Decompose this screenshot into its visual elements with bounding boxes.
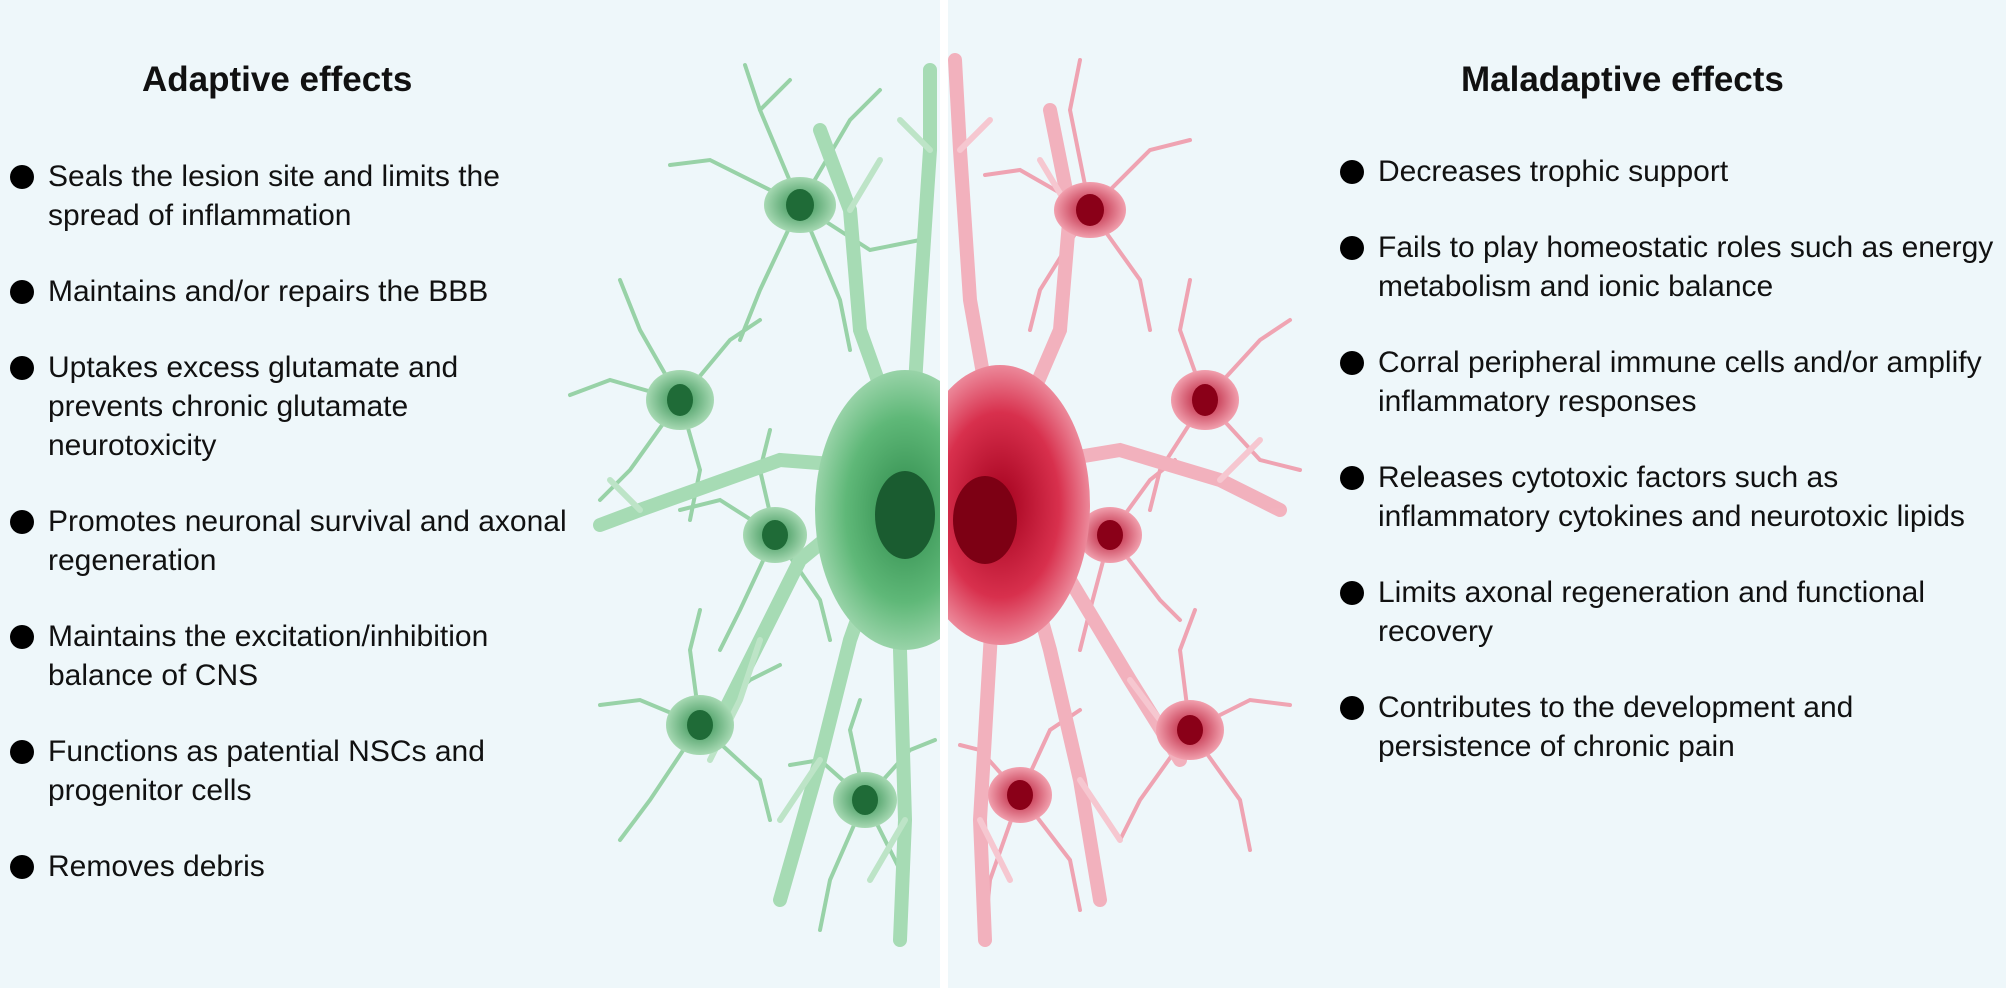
adaptive-title: Adaptive effects xyxy=(142,60,413,99)
maladaptive-list: Decreases trophic support Fails to play … xyxy=(1340,152,1995,803)
bullet-icon xyxy=(1340,581,1364,605)
maladaptive-title: Maladaptive effects xyxy=(1461,60,1784,99)
list-item: Functions as patential NSCs and progenit… xyxy=(10,732,570,810)
adaptive-list: Seals the lesion site and limits the spr… xyxy=(10,157,570,923)
list-item: Fails to play homeostatic roles such as … xyxy=(1340,228,1995,306)
bullet-icon xyxy=(10,356,34,380)
list-item: Maintains and/or repairs the BBB xyxy=(10,272,570,311)
red-astrocyte-network xyxy=(948,53,1302,947)
bullet-icon xyxy=(1340,160,1364,184)
list-item: Decreases trophic support xyxy=(1340,152,1995,191)
list-item: Corral peripheral immune cells and/or am… xyxy=(1340,343,1995,421)
green-astrocyte-network xyxy=(568,63,940,947)
list-item: Seals the lesion site and limits the spr… xyxy=(10,157,570,235)
bullet-icon xyxy=(1340,696,1364,720)
bullet-icon xyxy=(10,280,34,304)
maladaptive-panel xyxy=(948,0,2006,988)
bullet-icon xyxy=(1340,466,1364,490)
bullet-icon xyxy=(1340,236,1364,260)
bullet-icon xyxy=(10,740,34,764)
bullet-icon xyxy=(1340,351,1364,375)
bullet-icon xyxy=(10,165,34,189)
bullet-icon xyxy=(10,855,34,879)
list-item: Contributes to the development and persi… xyxy=(1340,688,1995,766)
list-item: Maintains the excitation/inhibition bala… xyxy=(10,617,570,695)
bullet-icon xyxy=(10,510,34,534)
list-item: Uptakes excess glutamate and prevents ch… xyxy=(10,348,570,465)
list-item: Limits axonal regeneration and functiona… xyxy=(1340,573,1995,651)
bullet-icon xyxy=(10,625,34,649)
list-item: Promotes neuronal survival and axonal re… xyxy=(10,502,570,580)
list-item: Releases cytotoxic factors such as infla… xyxy=(1340,458,1995,536)
center-divider xyxy=(940,0,948,988)
list-item: Removes debris xyxy=(10,847,570,886)
